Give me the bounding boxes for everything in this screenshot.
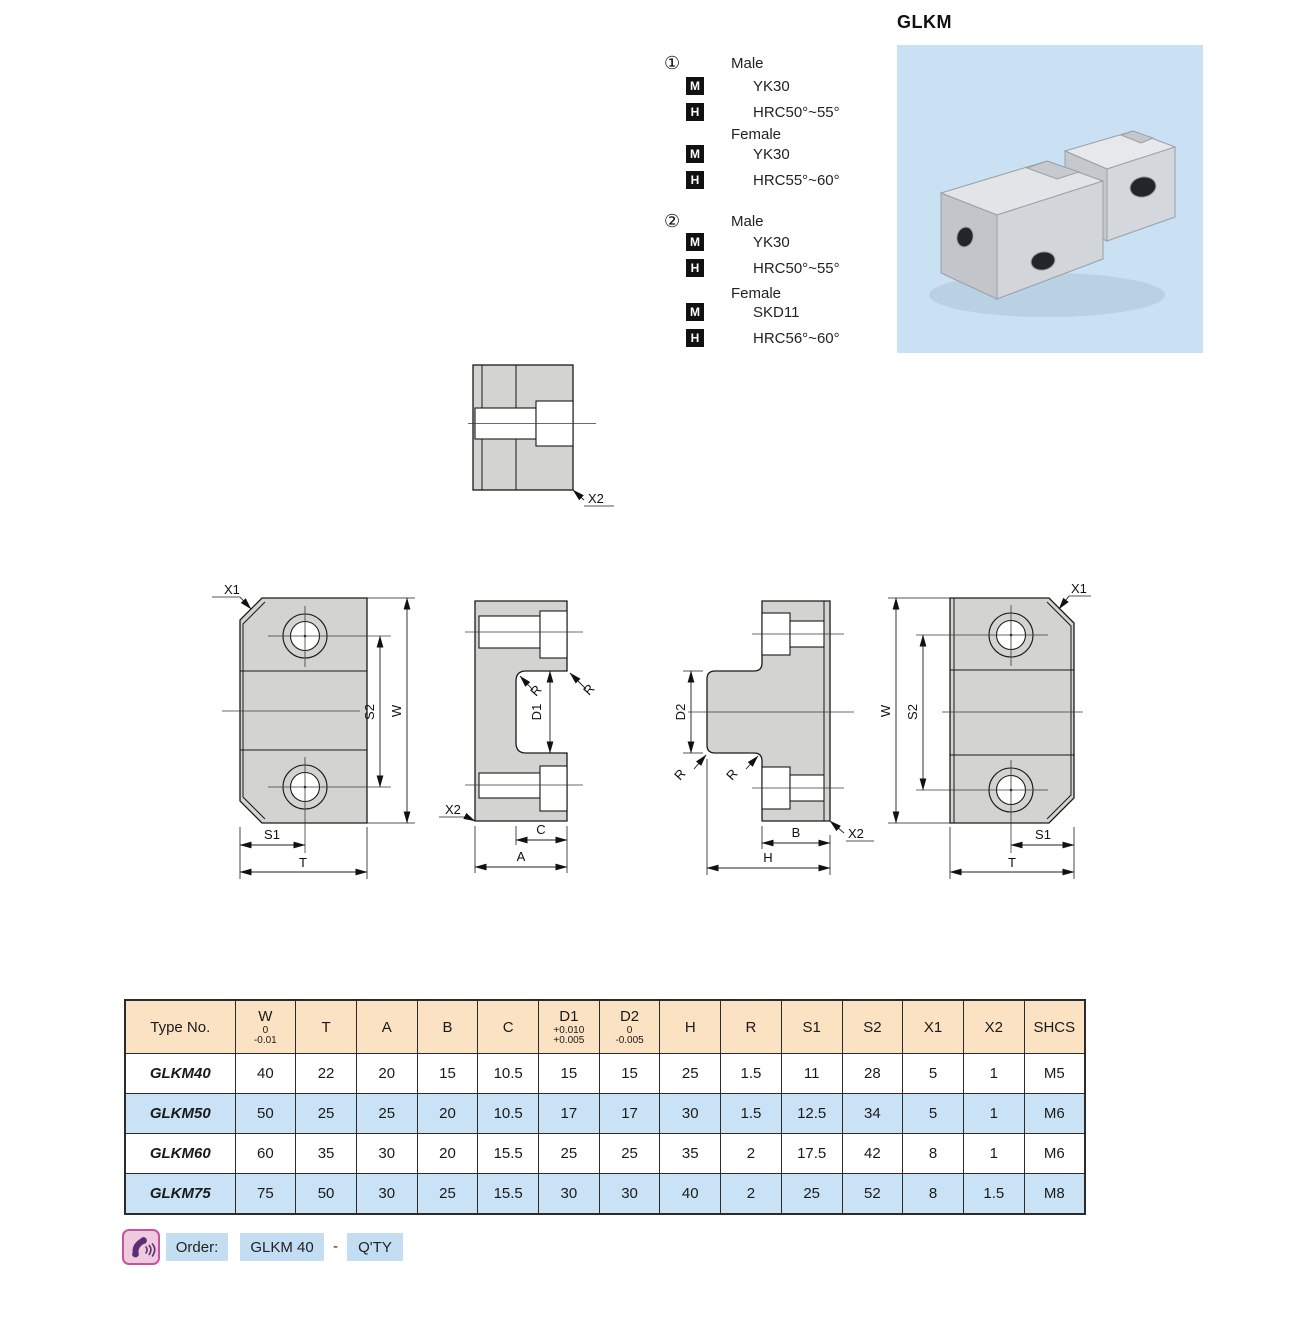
dim-label-h: H — [763, 850, 772, 865]
dim-label-w: W — [389, 704, 404, 717]
gender-label: Female — [731, 285, 782, 302]
material-value: SKD11 — [753, 304, 800, 321]
dim-label-s2: S2 — [362, 704, 377, 720]
hardness-value: HRC56°~60° — [753, 330, 840, 347]
spec-section-1-female: Female M YK30 H HRC55°~60° — [660, 126, 910, 202]
spec-group-2-number: ② — [664, 211, 681, 231]
order-label: Order: — [166, 1233, 228, 1261]
table-header-row: Type No. W 0-0.01 T A B C D1 +0.010+0.00… — [124, 999, 1086, 1054]
drawing-male-front: W S2 S1 T X1 — [878, 581, 1093, 888]
col-header-w: W 0-0.01 — [234, 999, 297, 1054]
spec-section-1-male: ① Male M YK30 H HRC50°~55° — [660, 53, 910, 131]
label-x2: X2 — [848, 826, 864, 841]
dim-label-t: T — [1008, 855, 1016, 870]
hardness-badge-icon: H — [686, 103, 704, 121]
dim-label-d1: D1 — [529, 704, 544, 721]
col-header-s1: S1 — [780, 999, 843, 1054]
gender-label: Male — [731, 213, 764, 230]
dim-label-a: A — [517, 849, 526, 864]
dim-label-r: R — [723, 766, 740, 783]
gender-label: Female — [731, 126, 782, 143]
dim-label-d2: D2 — [673, 704, 688, 721]
product-photo — [897, 45, 1203, 353]
dim-label-s2: S2 — [905, 704, 920, 720]
drawing-top-view: X2 — [468, 360, 618, 510]
material-value: YK30 — [753, 146, 790, 163]
col-header-typeno: Type No. — [124, 999, 236, 1054]
spec-section-2-female: Female M SKD11 H HRC56°~60° — [660, 285, 910, 361]
col-header-r: R — [720, 999, 782, 1054]
col-header-a: A — [355, 999, 418, 1054]
hardness-badge-icon: H — [686, 171, 704, 189]
col-header-s2: S2 — [841, 999, 904, 1054]
dimension-table: Type No. W 0-0.01 T A B C D1 +0.010+0.00… — [124, 999, 1086, 1215]
material-value: YK30 — [753, 234, 790, 251]
label-x1: X1 — [224, 582, 240, 597]
drawing-female-side: D1 R R X2 C A — [437, 583, 652, 888]
spec-list: ① Male M YK30 H HRC50°~55° Female M YK30… — [660, 53, 920, 365]
material-badge-icon: M — [686, 145, 704, 163]
dim-label-r: R — [580, 681, 597, 698]
col-header-x2: X2 — [962, 999, 1025, 1054]
label-x1: X1 — [1071, 581, 1087, 596]
col-header-shcs: SHCS — [1023, 999, 1086, 1054]
col-header-x1: X1 — [902, 999, 964, 1054]
col-header-b: B — [416, 999, 479, 1054]
hardness-value: HRC55°~60° — [753, 172, 840, 189]
dim-label-s1: S1 — [264, 827, 280, 842]
hardness-value: HRC50°~55° — [753, 260, 840, 277]
hardness-value: HRC50°~55° — [753, 104, 840, 121]
dim-label-t: T — [299, 855, 307, 870]
gender-label: Male — [731, 55, 764, 72]
label-x2: X2 — [588, 491, 604, 506]
spec-section-2-male: ② Male M YK30 H HRC50°~55° — [660, 211, 910, 289]
order-part-number: GLKM 40 — [240, 1233, 324, 1261]
drawing-male-side: D2 R R B H X2 — [658, 583, 883, 888]
drawing-female-front: S2 W S1 T X1 — [210, 582, 425, 888]
dim-label-c: C — [536, 822, 545, 837]
dim-label-r: R — [671, 766, 688, 783]
material-value: YK30 — [753, 78, 790, 95]
phone-icon — [122, 1229, 160, 1265]
spec-group-1-number: ① — [664, 53, 681, 73]
label-x2: X2 — [445, 802, 461, 817]
material-badge-icon: M — [686, 233, 704, 251]
dim-label-w: W — [878, 704, 893, 717]
col-header-h: H — [659, 999, 722, 1054]
dim-label-s1: S1 — [1035, 827, 1051, 842]
dim-label-r: R — [527, 682, 544, 699]
order-separator: - — [333, 1238, 338, 1255]
col-header-d2: D2 0-0.005 — [598, 999, 661, 1054]
material-badge-icon: M — [686, 77, 704, 95]
col-header-t: T — [295, 999, 357, 1054]
col-header-d1: D1 +0.010+0.005 — [538, 999, 600, 1054]
material-badge-icon: M — [686, 303, 704, 321]
hardness-badge-icon: H — [686, 329, 704, 347]
hardness-badge-icon: H — [686, 259, 704, 277]
dim-label-b: B — [792, 825, 801, 840]
order-qty: Q'TY — [347, 1233, 403, 1261]
page-title: GLKM — [897, 12, 952, 32]
col-header-c: C — [477, 999, 540, 1054]
product-photo-illustration — [929, 130, 1177, 317]
